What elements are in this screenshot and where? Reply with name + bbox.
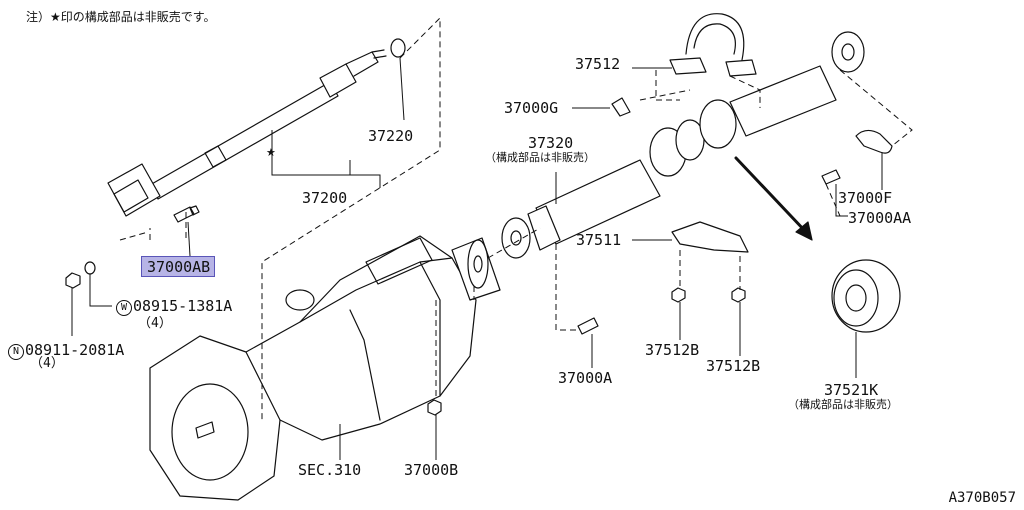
label-37521k-not-sold: （構成部品は非販売） — [788, 398, 898, 411]
label-37521k[interactable]: 37521K — [824, 381, 879, 399]
arrow-head-icon — [795, 221, 813, 241]
qty-08915: （4） — [138, 316, 172, 331]
label-37000ab[interactable]: 37000AB — [147, 258, 211, 276]
label-37220[interactable]: 37220 — [368, 127, 414, 145]
bracket-37512 — [669, 13, 757, 77]
nut-08911 — [65, 272, 81, 289]
nut-n-icon: N — [8, 344, 24, 360]
label-37320[interactable]: 37320 — [528, 134, 574, 152]
label-37000b[interactable]: 37000B — [404, 461, 459, 479]
label-37511[interactable]: 37511 — [576, 231, 622, 249]
bracket-37511 — [671, 221, 749, 253]
arrow-icon — [734, 156, 808, 234]
assembly-lines — [119, 16, 913, 420]
front-propeller-shaft — [107, 49, 387, 217]
bumper-37000g — [611, 97, 631, 117]
label-37000a[interactable]: 37000A — [558, 369, 613, 387]
nut-37512b-2 — [731, 287, 746, 303]
washer-08915 — [84, 261, 96, 275]
label-37512[interactable]: 37512 — [575, 55, 621, 73]
seal-37220 — [390, 38, 406, 58]
label-37000f[interactable]: 37000F — [838, 189, 893, 207]
qty-08911: （4） — [30, 356, 64, 371]
nut-37512b-1 — [671, 287, 686, 303]
diagram-code: A370B057 — [948, 490, 1016, 506]
highlight-37000ab — [141, 256, 215, 277]
washer-w-icon: W — [116, 300, 132, 316]
bolt-37000ab — [173, 205, 200, 223]
rear-propeller-shaft — [501, 31, 865, 259]
leader-lines — [71, 57, 883, 460]
label-37512b-2[interactable]: 37512B — [706, 357, 761, 375]
label-37000g[interactable]: 37000G — [504, 99, 559, 117]
bolt-37000aa — [821, 169, 841, 185]
label-37320-not-sold: （構成部品は非販売） — [485, 151, 595, 164]
note-not-sold: 注）★印の構成部品は非販売です。 — [26, 10, 216, 24]
bolt-37000a — [577, 317, 599, 335]
label-37000aa[interactable]: 37000AA — [848, 209, 912, 227]
center-bearing-37521k — [831, 259, 901, 333]
transmission-sec310 — [149, 235, 501, 501]
label-sec310[interactable]: SEC.310 — [298, 461, 362, 479]
nut-37000b — [427, 399, 442, 416]
label-37512b-1[interactable]: 37512B — [645, 341, 700, 359]
label-08911-2081a-text: 08911-2081A — [25, 341, 125, 359]
transmission-flange — [467, 239, 489, 289]
star-marker: ★ — [266, 146, 276, 159]
label-37200[interactable]: 37200 — [302, 189, 348, 207]
plate-37000f — [855, 129, 893, 154]
label-08915-1381a-text: 08915-1381A — [133, 297, 233, 315]
